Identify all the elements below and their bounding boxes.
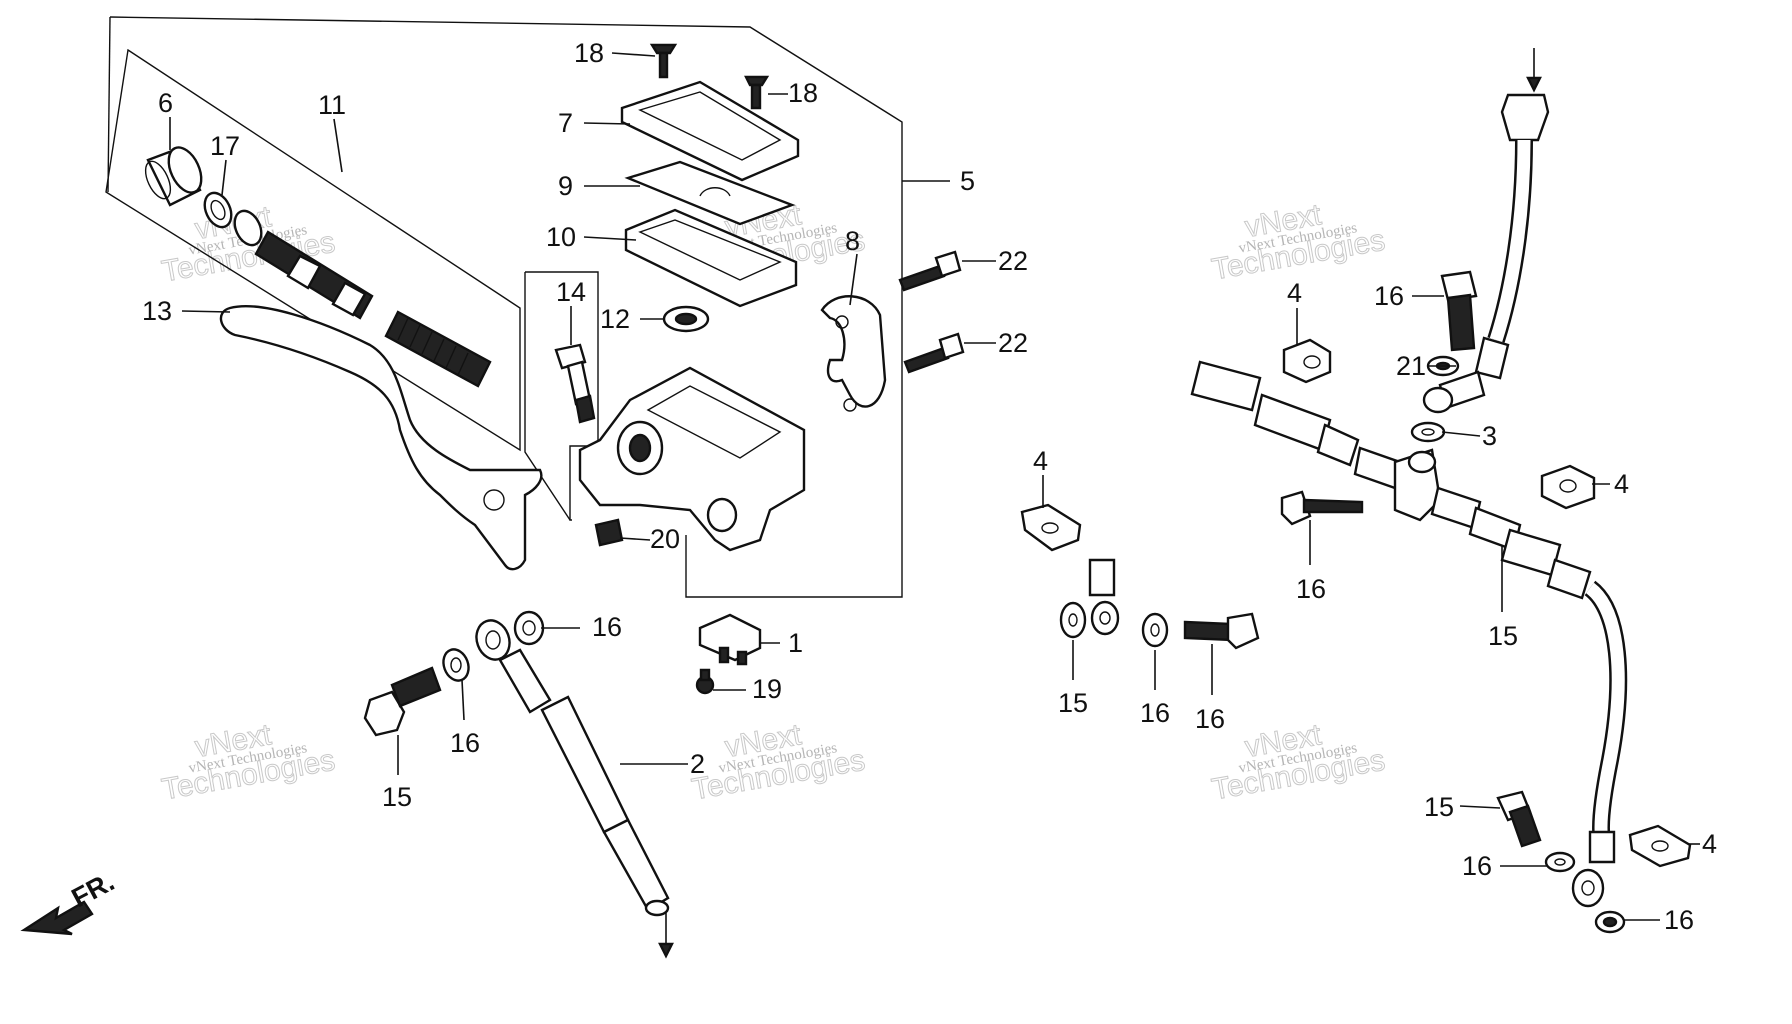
part-hose-lower[interactable] (1085, 356, 1360, 636)
callout-number: 16 (1374, 281, 1404, 311)
callout-number: 16 (1664, 905, 1694, 935)
callout-number: 5 (960, 166, 975, 196)
part-reservoir-cap[interactable] (620, 80, 800, 182)
front-arrow-icon (20, 900, 94, 936)
callout-number: 15 (382, 782, 412, 812)
part-banjo-bolt[interactable] (363, 666, 442, 737)
part-boot[interactable] (140, 142, 207, 207)
part-clamp[interactable] (1020, 503, 1082, 552)
callout-number: 9 (558, 171, 573, 201)
callout-number: 4 (1702, 829, 1717, 859)
master-cylinder-assembly-outline (109, 16, 903, 598)
part-plate[interactable] (624, 160, 796, 226)
flow-arrow-head (658, 942, 674, 959)
part-washer[interactable] (1594, 910, 1626, 934)
part-switch[interactable] (698, 613, 762, 666)
callout-number: 16 (1140, 698, 1170, 728)
part-bolt-22[interactable] (898, 250, 962, 292)
callout-number: 16 (1296, 574, 1326, 604)
callout-number: 4 (1287, 278, 1302, 308)
watermark: vNext vNext Technologies Technologies (1209, 198, 1388, 287)
part-master-cylinder-body[interactable] (578, 366, 806, 552)
leader-lines (169, 52, 1700, 921)
flow-arrow-head (1526, 76, 1542, 93)
part-hose-upper-right[interactable] (1422, 93, 1550, 414)
pivot-bolt-outline (525, 271, 599, 521)
callout-number: 14 (556, 277, 586, 307)
callout-number: 13 (142, 296, 172, 326)
assembly-outlines (105, 16, 903, 598)
part-float[interactable] (662, 305, 710, 333)
part-lever[interactable] (219, 305, 543, 571)
master-cylinder-assembly-outline (107, 16, 111, 193)
part-bolt-15[interactable] (1183, 612, 1260, 650)
part-pivot-bolt[interactable] (554, 343, 596, 424)
part-circlip[interactable] (200, 189, 237, 232)
callout-number: 4 (1614, 469, 1629, 499)
part-clamp[interactable] (1540, 464, 1596, 510)
callout-number: 19 (752, 674, 782, 704)
watermark: vNext vNext Technologies Technologies (689, 718, 868, 807)
part-bolt-15[interactable] (1440, 270, 1478, 352)
part-washer[interactable] (439, 646, 472, 684)
front-direction-marker: FR. (20, 866, 119, 936)
part-three-way-joint[interactable] (1353, 446, 1522, 552)
callouts: 6 17 11 13 18 18 7 9 10 8 5 22 22 14 12 … (142, 38, 1717, 935)
callout-number: 1 (788, 628, 803, 658)
callout-number: 15 (1058, 688, 1088, 718)
part-washer[interactable] (1141, 612, 1169, 648)
part-diaphragm[interactable] (624, 208, 798, 308)
callout-number: 16 (1462, 851, 1492, 881)
callout-number: 22 (998, 246, 1028, 276)
part-holder[interactable] (820, 295, 887, 412)
watermark: vNext vNext Technologies Technologies (1209, 718, 1388, 807)
callout-number: 20 (650, 524, 680, 554)
part-piston[interactable] (254, 230, 374, 320)
callout-number: 10 (546, 222, 576, 252)
part-hose-upper[interactable] (471, 616, 670, 917)
callout-number: 4 (1033, 446, 1048, 476)
callout-number: 15 (1488, 621, 1518, 651)
callout-number: 3 (1482, 421, 1497, 451)
callout-number: 7 (558, 108, 573, 138)
callout-number: 18 (574, 38, 604, 68)
part-spring[interactable] (384, 310, 492, 388)
part-washer[interactable] (513, 610, 545, 646)
callout-number: 16 (592, 612, 622, 642)
part-washer[interactable] (230, 207, 267, 250)
pivot-bolt-outline (524, 272, 571, 521)
callout-number: 15 (1424, 792, 1454, 822)
callout-number: 22 (998, 328, 1028, 358)
part-clamp[interactable] (1628, 824, 1692, 868)
part-screw-19[interactable] (695, 668, 715, 695)
watermark: vNext vNext Technologies Technologies (159, 718, 338, 807)
part-bolt-21[interactable] (1280, 490, 1364, 526)
part-screw-top[interactable] (744, 75, 770, 110)
part-washer[interactable] (1410, 421, 1446, 443)
callout-number: 11 (318, 90, 346, 120)
part-washer[interactable] (1544, 851, 1576, 873)
part-cap-20[interactable] (594, 518, 624, 547)
part-screw-top[interactable] (649, 43, 678, 79)
callout-number: 6 (158, 88, 173, 118)
callout-number: 2 (690, 749, 705, 779)
callout-number: 16 (450, 728, 480, 758)
flow-arrows (658, 48, 1542, 959)
callout-number: 18 (788, 78, 818, 108)
callout-number: 12 (600, 304, 630, 334)
callout-number: 17 (210, 131, 240, 161)
part-washer[interactable] (1059, 601, 1087, 639)
callout-number: 8 (845, 226, 860, 256)
part-hose-right-lower[interactable] (1500, 528, 1628, 908)
callout-number: 16 (1195, 704, 1225, 734)
part-bolt-15[interactable] (1496, 790, 1542, 848)
piston-set-outline (105, 48, 521, 452)
part-bolt-22[interactable] (903, 332, 965, 374)
callout-number: 21 (1396, 351, 1426, 381)
part-clamp[interactable] (1282, 338, 1332, 384)
